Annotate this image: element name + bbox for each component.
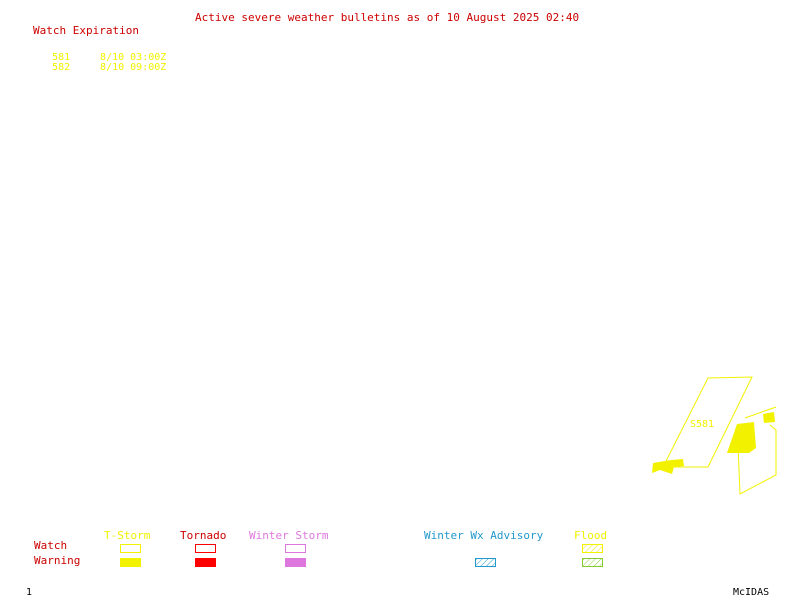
watch-expiry-time: 8/10 03:00Z xyxy=(100,52,167,63)
legend-tstorm-warning-box xyxy=(120,558,141,567)
tstorm-warning-polygon-1[interactable] xyxy=(727,422,756,453)
watch-expiry-time: 8/10 09:00Z xyxy=(100,62,167,73)
legend-winter-storm-watch-box xyxy=(285,544,306,553)
watch-label: S581 xyxy=(690,419,714,430)
legend-header-winter-storm: Winter Storm xyxy=(249,529,329,542)
tstorm-warning-polygon-3[interactable] xyxy=(763,412,775,423)
page-title: Active severe weather bulletins as of 10… xyxy=(195,11,580,24)
watch-expiration-row: 582 8/10 09:00Z xyxy=(40,51,166,73)
legend-winter-wx-advisory-warning-box xyxy=(475,558,496,567)
legend-flood-watch-box xyxy=(582,544,603,553)
legend-header-tornado: Tornado xyxy=(180,529,227,542)
watch-582-outline[interactable] xyxy=(737,424,777,495)
legend-tstorm-watch-box xyxy=(120,544,141,553)
legend-tornado-warning-box xyxy=(195,558,216,567)
legend-flood-warning-box xyxy=(582,558,603,567)
legend-row-warning: Warning xyxy=(34,554,81,567)
watch-number: 582 xyxy=(52,62,71,73)
legend-header-flood: Flood xyxy=(574,529,608,542)
tstorm-warning-polygon-2[interactable] xyxy=(652,459,684,474)
watch-number: 581 xyxy=(52,52,71,63)
watch-expiration-row: 581 8/10 03:00Z xyxy=(40,41,166,63)
legend-header-winter-wx-advisory: Winter Wx Advisory xyxy=(424,529,544,542)
legend-tornado-watch-box xyxy=(195,544,216,553)
watch-581-outline[interactable] xyxy=(662,376,753,468)
brand-label: McIDAS xyxy=(733,587,770,598)
watch-expiration-header: Watch Expiration xyxy=(33,24,139,37)
legend-winter-storm-warning-box xyxy=(285,558,306,567)
frame-number: 1 xyxy=(26,587,33,598)
legend-row-watch: Watch xyxy=(34,539,68,552)
watch-582-outline-top[interactable] xyxy=(744,406,777,419)
legend-header-tstorm: T-Storm xyxy=(104,529,151,542)
